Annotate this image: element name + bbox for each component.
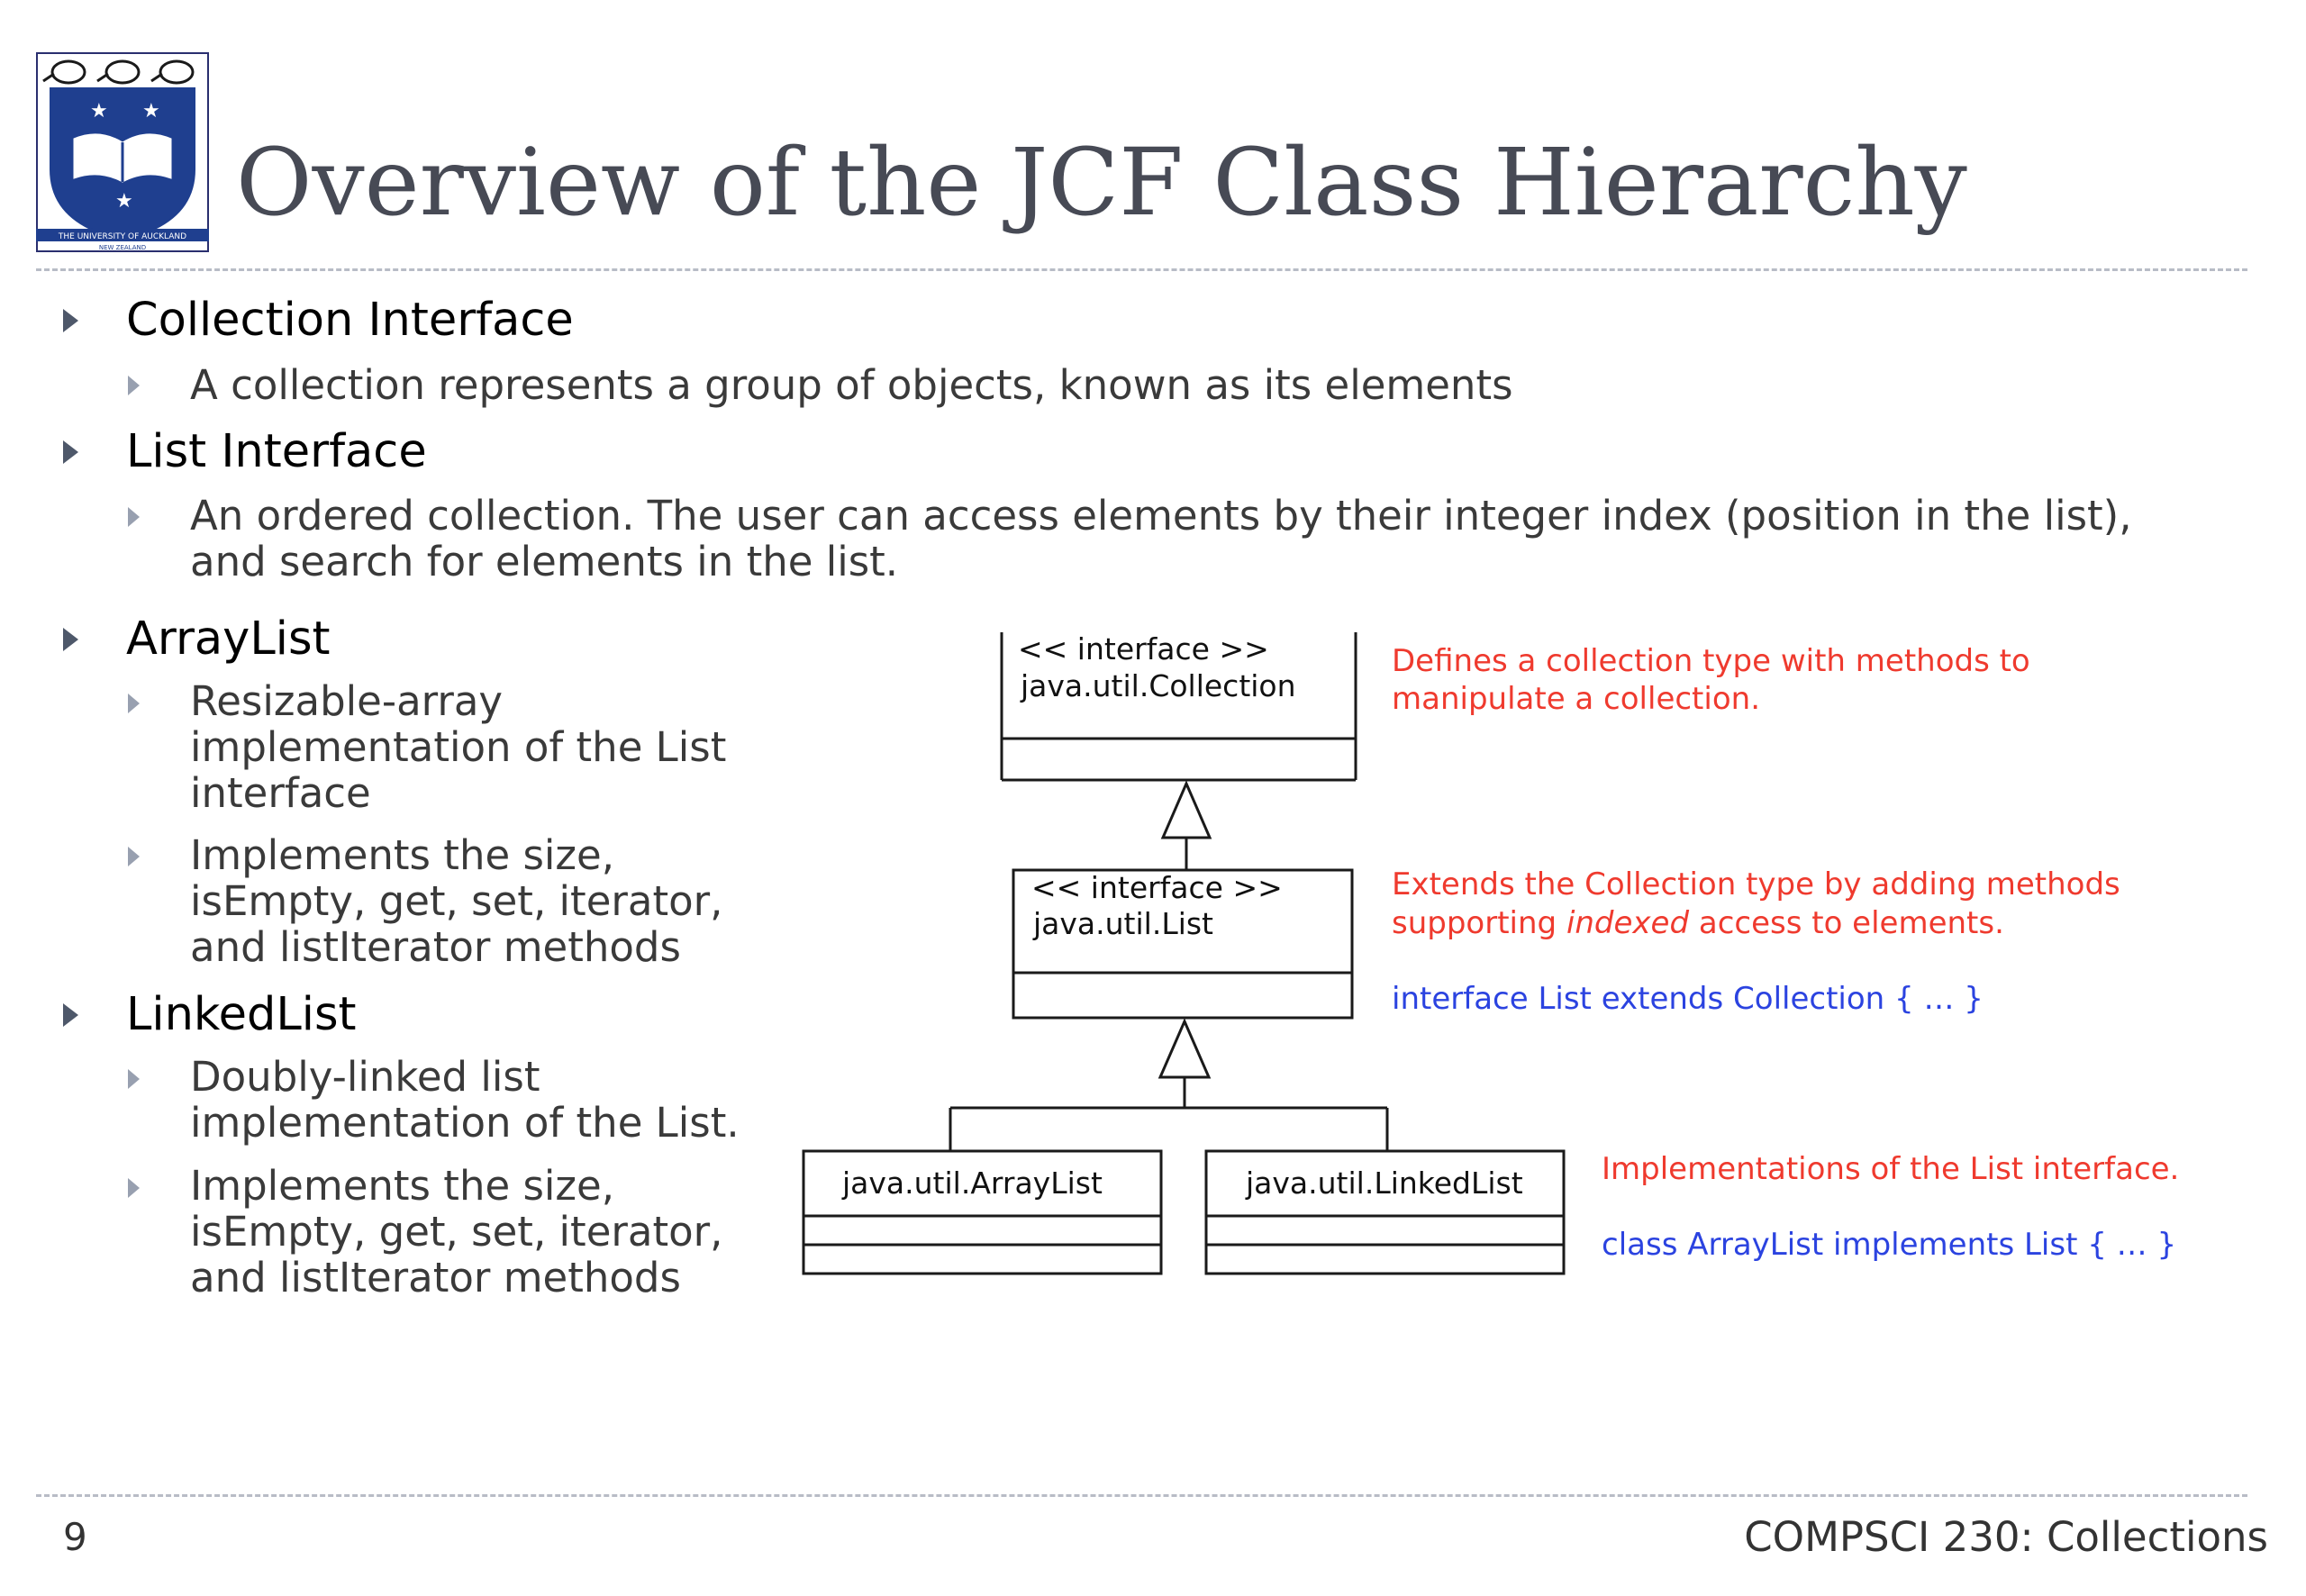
list-class-box <box>1012 868 1354 1020</box>
impl-code-note: class ArrayList implements List { … } <box>1602 1227 2176 1263</box>
sub-bullet-arrow-icon <box>128 694 140 713</box>
impl-note: Implementations of the List interface. <box>1602 1151 2179 1187</box>
bullet-arraylist-heading: ArrayList <box>126 612 331 666</box>
inheritance-arrow-icon <box>1160 780 1212 839</box>
list-code-note: interface List extends Collection { … } <box>1392 981 1984 1017</box>
bullet-arraylist-text-1: Resizable-array implementation of the Li… <box>190 677 727 817</box>
bullet-arrow-icon <box>63 1003 78 1027</box>
arraylist-class-name: java.util.ArrayList <box>841 1165 1103 1201</box>
bullet-arrow-icon <box>63 628 78 651</box>
linkedlist-class-name: java.util.LinkedList <box>1245 1165 1523 1201</box>
footer-divider <box>36 1494 2247 1497</box>
collection-class-name: java.util.Collection <box>1020 668 1296 703</box>
footer-course: COMPSCI 230: Collections <box>1744 1513 2268 1561</box>
sub-bullet-arrow-icon <box>128 1069 140 1089</box>
collection-note-line1: Defines a collection type with methods t… <box>1392 643 2030 679</box>
linkedlist-class-box <box>1204 1149 1566 1275</box>
bullet-collection-text: A collection represents a group of objec… <box>190 361 1513 409</box>
bullet-list-text: An ordered collection. The user can acce… <box>190 492 2132 585</box>
arraylist-class-box <box>802 1149 1163 1275</box>
list-note-line2: supporting indexed access to elements. <box>1392 905 2004 941</box>
sub-bullet-arrow-icon <box>128 507 140 527</box>
bullet-linkedlist-heading: LinkedList <box>126 988 357 1041</box>
sub-bullet-arrow-icon <box>128 1178 140 1198</box>
logo-subtext: NEW ZEALAND <box>99 244 146 251</box>
bullet-linkedlist-text-1: Doubly-linked list implementation of the… <box>190 1053 740 1147</box>
logo-text: THE UNIVERSITY OF AUCKLAND <box>58 232 186 241</box>
bullet-list-heading: List Interface <box>126 425 427 478</box>
collection-note-line2: manipulate a collection. <box>1392 681 1760 717</box>
svg-text:★: ★ <box>142 100 160 122</box>
page-number: 9 <box>63 1515 87 1559</box>
list-note-line2-italic: indexed <box>1566 905 1690 941</box>
kiwi-birds-icon <box>42 59 195 85</box>
list-note-line1: Extends the Collection type by adding me… <box>1392 866 2120 902</box>
slide-title: Overview of the JCF Class Hierarchy <box>236 129 1967 237</box>
collection-stereotype: << interface >> <box>1018 631 1269 667</box>
list-class-name: java.util.List <box>1032 906 1213 941</box>
bullet-arrow-icon <box>63 440 78 464</box>
bullet-arrow-icon <box>63 309 78 332</box>
sub-bullet-arrow-icon <box>128 376 140 395</box>
bullet-arraylist-text-2: Implements the size, isEmpty, get, set, … <box>190 831 723 971</box>
list-note-line2-a: supporting <box>1392 905 1566 941</box>
list-note-line2-c: access to elements. <box>1689 905 2004 941</box>
bullet-linkedlist-text-2: Implements the size, isEmpty, get, set, … <box>190 1162 723 1301</box>
inheritance-arrow-icon <box>1158 1018 1212 1079</box>
svg-text:★: ★ <box>90 100 108 122</box>
collection-class-box <box>1000 632 1357 782</box>
svg-text:★: ★ <box>115 190 133 213</box>
university-logo: ★ ★ ★ THE UNIVERSITY OF AUCKLAND NEW ZEA… <box>36 52 209 252</box>
bullet-collection-heading: Collection Interface <box>126 294 574 347</box>
title-divider <box>36 268 2247 271</box>
list-stereotype: << interface >> <box>1031 870 1283 905</box>
sub-bullet-arrow-icon <box>128 847 140 866</box>
